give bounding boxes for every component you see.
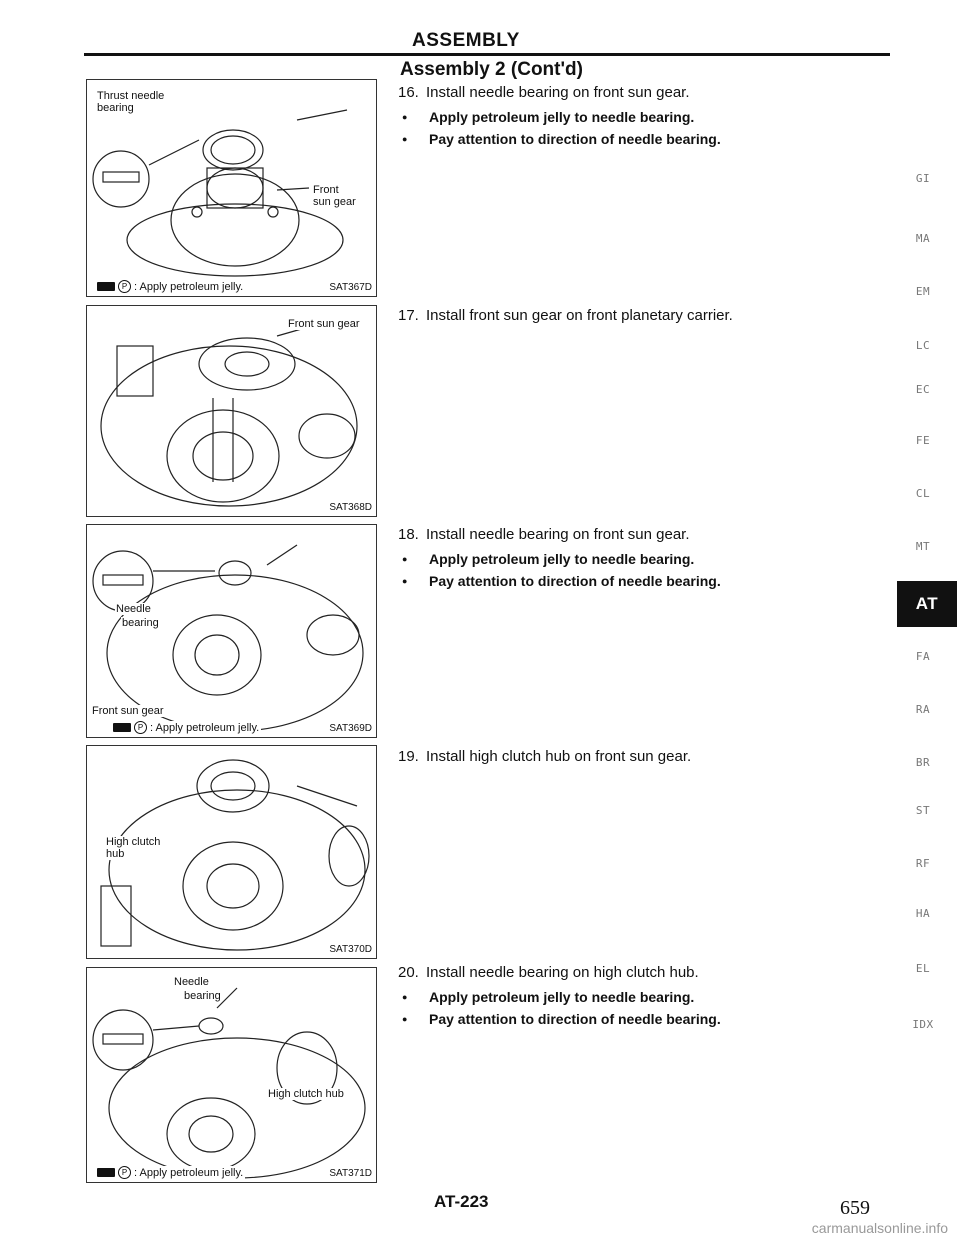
- step-text: Install needle bearing on front sun gear…: [426, 526, 690, 543]
- tab-gi[interactable]: GI: [915, 172, 931, 185]
- jelly-legend: P : Apply petroleum jelly.: [97, 280, 246, 293]
- bullet-text: Pay attention to direction of needle bea…: [429, 131, 721, 147]
- step-text: Install needle bearing on high clutch hu…: [426, 964, 699, 981]
- petroleum-p-icon: P: [118, 280, 131, 293]
- figure-sat369d: Needle bearing Front sun gear P : Apply …: [86, 524, 377, 738]
- step-18: 18. Install needle bearing on front sun g…: [398, 526, 878, 595]
- bullet-text: Apply petroleum jelly to needle bearing.: [429, 109, 695, 125]
- figure-illustration: [100, 759, 370, 951]
- bullet-text: Apply petroleum jelly to needle bearing.: [429, 551, 695, 567]
- step-number: 20.: [398, 964, 419, 981]
- bullet-icon: ●: [402, 134, 408, 144]
- figure-illustration: [100, 323, 358, 507]
- jelly-legend-text: : Apply petroleum jelly.: [150, 721, 260, 734]
- step-bullets: ● Apply petroleum jelly to needle bearing…: [398, 989, 878, 1028]
- step-text: Install needle bearing on front sun gear…: [426, 84, 690, 101]
- label-high-clutch-hub: High clutch hub: [267, 1088, 345, 1100]
- bullet-icon: ●: [402, 576, 408, 586]
- label-front-sun-gear: Front sun gear: [287, 318, 361, 330]
- bullet-item: ● Pay attention to direction of needle be…: [398, 131, 878, 148]
- label-high-clutch: High clutch: [105, 836, 162, 848]
- figure-code: SAT371D: [329, 1168, 372, 1179]
- jelly-legend: P : Apply petroleum jelly.: [97, 1166, 246, 1179]
- label-front-sun-gear: Front sun gear: [91, 705, 165, 717]
- label-bearing: bearing: [183, 990, 222, 1002]
- bullet-text: Pay attention to direction of needle bea…: [429, 573, 721, 589]
- label-sun-gear: sun gear: [313, 196, 356, 208]
- jelly-icon: [113, 723, 131, 732]
- tab-cl[interactable]: CL: [915, 487, 931, 500]
- step-bullets: ● Apply petroleum jelly to needle bearing…: [398, 109, 878, 148]
- tab-mt[interactable]: MT: [915, 540, 931, 553]
- jelly-legend-text: : Apply petroleum jelly.: [134, 280, 244, 293]
- page-code: AT-223: [434, 1192, 489, 1211]
- step-text: Install high clutch hub on front sun gea…: [426, 748, 692, 765]
- label-needle: Needle: [173, 976, 210, 988]
- step-number: 19.: [398, 748, 419, 765]
- step-20: 20. Install needle bearing on high clutch…: [398, 964, 878, 1033]
- bullet-text: Pay attention to direction of needle bea…: [429, 1011, 721, 1027]
- step-17: 17. Install front sun gear on front plane…: [398, 307, 878, 325]
- bullet-icon: ●: [402, 554, 408, 564]
- label-bearing: bearing: [97, 102, 134, 114]
- tab-ha[interactable]: HA: [915, 907, 931, 920]
- figure-illustration: [92, 109, 348, 277]
- jelly-icon: [97, 1168, 115, 1177]
- figure-sat367d: Thrust needle bearing Front sun gear P :…: [86, 79, 377, 297]
- jelly-legend: P : Apply petroleum jelly.: [113, 721, 262, 734]
- tab-ra[interactable]: RA: [915, 703, 931, 716]
- bullet-icon: ●: [402, 112, 408, 122]
- label-hub: hub: [105, 848, 126, 860]
- bullet-item: ● Apply petroleum jelly to needle bearing…: [398, 989, 878, 1006]
- section-header: ASSEMBLY: [412, 30, 520, 51]
- tab-lc[interactable]: LC: [915, 339, 931, 352]
- figure-sat371d: Needle bearing High clutch hub P : Apply…: [86, 967, 377, 1183]
- figure-illustration: [92, 987, 366, 1179]
- step-19: 19. Install high clutch hub on front sun …: [398, 748, 878, 766]
- tab-em[interactable]: EM: [915, 285, 931, 298]
- jelly-legend-text: : Apply petroleum jelly.: [134, 1166, 244, 1179]
- step-bullets: ● Apply petroleum jelly to needle bearing…: [398, 551, 878, 590]
- step-number: 18.: [398, 526, 419, 543]
- step-number: 16.: [398, 84, 419, 101]
- tab-idx[interactable]: IDX: [912, 1018, 934, 1031]
- petroleum-p-icon: P: [118, 1166, 131, 1179]
- bullet-item: ● Apply petroleum jelly to needle bearing…: [398, 109, 878, 126]
- label-bearing: bearing: [121, 617, 160, 629]
- step-16: 16. Install needle bearing on front sun g…: [398, 84, 878, 153]
- tab-ec[interactable]: EC: [915, 383, 931, 396]
- tab-st[interactable]: ST: [915, 804, 931, 817]
- figure-code: SAT367D: [329, 282, 372, 293]
- bullet-text: Apply petroleum jelly to needle bearing.: [429, 989, 695, 1005]
- figure-code: SAT368D: [329, 502, 372, 513]
- tab-fa[interactable]: FA: [915, 650, 931, 663]
- figure-sat370d: High clutch hub SAT370D: [86, 745, 377, 959]
- bullet-icon: ●: [402, 1014, 408, 1024]
- step-text: Install front sun gear on front planetar…: [426, 307, 733, 324]
- figure-code: SAT369D: [329, 723, 372, 734]
- tab-el[interactable]: EL: [915, 962, 931, 975]
- scan-page-number: 659: [840, 1197, 870, 1219]
- label-needle: Needle: [115, 603, 152, 615]
- subsection-title: Assembly 2 (Cont'd): [400, 59, 583, 80]
- watermark: carmanualsonline.info: [811, 1220, 948, 1236]
- tab-at-active[interactable]: AT: [897, 581, 957, 627]
- label-thrust-needle: Thrust needle: [97, 90, 165, 102]
- jelly-icon: [97, 282, 115, 291]
- tab-ma[interactable]: MA: [915, 232, 931, 245]
- figure-code: SAT370D: [329, 944, 372, 955]
- tab-rf[interactable]: RF: [915, 857, 931, 870]
- figure-sat368d: Front sun gear SAT368D: [86, 305, 377, 517]
- petroleum-p-icon: P: [134, 721, 147, 734]
- bullet-icon: ●: [402, 992, 408, 1002]
- tab-fe[interactable]: FE: [915, 434, 931, 447]
- label-front: Front: [313, 184, 339, 196]
- step-number: 17.: [398, 307, 419, 324]
- header-rule: [84, 53, 890, 56]
- tab-br[interactable]: BR: [915, 756, 931, 769]
- bullet-item: ● Apply petroleum jelly to needle bearing…: [398, 551, 878, 568]
- bullet-item: ● Pay attention to direction of needle be…: [398, 573, 878, 590]
- bullet-item: ● Pay attention to direction of needle be…: [398, 1011, 878, 1028]
